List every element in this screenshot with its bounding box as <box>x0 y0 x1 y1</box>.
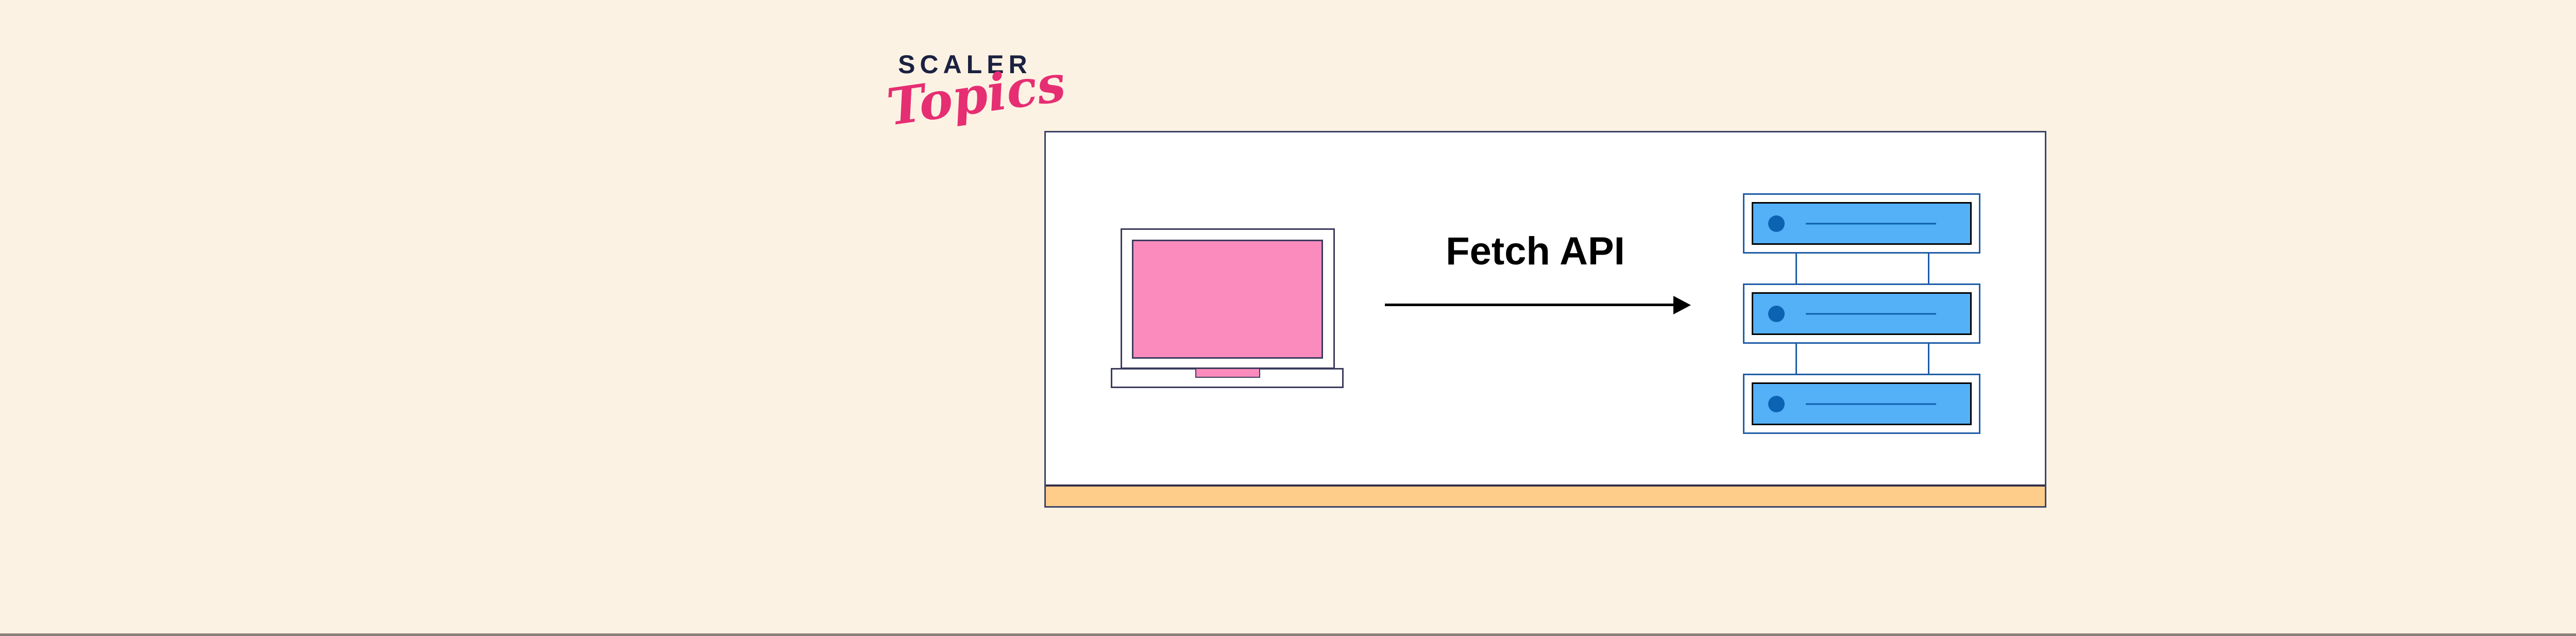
logo-brand-text: SCALER <box>898 50 1032 79</box>
server-unit <box>1743 374 1980 434</box>
arrow-head-icon <box>1673 296 1691 314</box>
server-connector-line <box>1795 343 1797 375</box>
server-connector-line <box>1928 343 1929 375</box>
scaler-topics-logo: SCALER Topics <box>884 47 1069 166</box>
arrow-line <box>1385 304 1674 306</box>
server-panel <box>1752 292 1972 335</box>
server-panel <box>1752 202 1972 245</box>
server-connector-line <box>1795 253 1797 284</box>
server-led-icon <box>1768 395 1785 412</box>
server-connector-row <box>1743 343 1980 375</box>
server-led-icon <box>1768 215 1785 232</box>
panel-footer-bar <box>1046 484 2045 506</box>
server-led-icon <box>1768 305 1785 322</box>
server-slot-line <box>1806 313 1936 314</box>
bottom-edge-line <box>0 633 2576 636</box>
server-slot-line <box>1806 223 1936 224</box>
server-unit <box>1743 283 1980 344</box>
laptop-trackpad-notch <box>1195 368 1260 378</box>
laptop-screen <box>1132 240 1323 359</box>
server-unit <box>1743 193 1980 254</box>
server-stack <box>1743 193 1980 434</box>
server-connector-line <box>1928 253 1929 284</box>
server-connector-row <box>1743 253 1980 284</box>
server-panel <box>1752 382 1972 425</box>
server-slot-line <box>1806 403 1936 405</box>
fetch-api-label: Fetch API <box>1446 229 1625 273</box>
